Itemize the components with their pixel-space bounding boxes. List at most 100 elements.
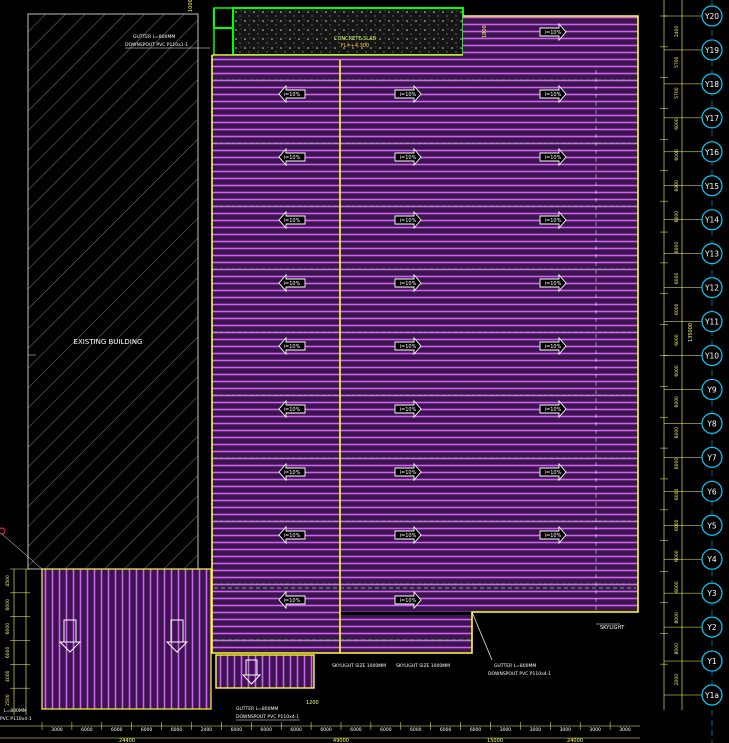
grid-axis-bubble: Y8 [664, 412, 723, 434]
slope-arrow-label: i=10% [545, 470, 562, 476]
left-dim-value: 6000 [5, 647, 11, 659]
grid-axis-bubble: Y19 [664, 39, 723, 61]
slope-arrow-left: i=10% [278, 147, 306, 167]
annex-slope-arrow-1 [58, 619, 82, 653]
grid-axis-label: Y2 [706, 623, 717, 632]
slope-arrow-label: i=10% [284, 407, 301, 413]
grid-axis-bubble: Y2 [664, 616, 723, 638]
right-dim-value: 6000 [674, 303, 680, 315]
grid-axis-bubble: Y10 [664, 344, 723, 367]
bottom-dim-value: 6000 [470, 727, 482, 733]
grid-axis-bubble: Y3 [664, 582, 723, 604]
grid-axis-label: Y11 [704, 318, 719, 327]
slope-arrow-label: i=10% [545, 30, 562, 36]
skylight-size-2: SKYLIGHT SIZE 1000MM [396, 663, 450, 669]
grid-axis-label: Y8 [706, 419, 717, 428]
gutter-left-label-2: PVC P110x4-1 [0, 716, 32, 722]
right-dim-value: 6000 [674, 427, 680, 439]
grid-axis-bubble: Y16 [664, 141, 723, 163]
existing-building: EXISTING BUILDING [27, 13, 199, 570]
grid-axis-bubble: Y17 [664, 107, 723, 129]
bottom-total-dim: 15000 [487, 738, 503, 743]
right-dim-value: 6000 [674, 242, 680, 254]
slope-arrow-right: i=10% [539, 84, 567, 104]
slope-arrow-label: i=10% [284, 92, 301, 98]
slope-arrow-right: i=10% [394, 210, 422, 230]
bottom-dim-value: 3000 [500, 727, 512, 733]
slope-arrow-left: i=10% [278, 336, 306, 356]
slope-arrow-label: i=10% [284, 598, 301, 604]
bottom-dim-value: 6000 [320, 727, 332, 733]
slope-arrow-label: i=10% [545, 533, 562, 539]
grid-axis-bubble: Y1a [664, 684, 723, 706]
left-dim-value: 6000 [5, 599, 11, 611]
slope-arrow-label: i=10% [545, 407, 562, 413]
left-dim-value: 4000 [5, 670, 11, 682]
right-dim-value: 6000 [674, 519, 680, 531]
gutter-top-label-1: GUTTER L=800MM [133, 34, 175, 40]
bottom-dim-value: 6000 [350, 727, 362, 733]
slope-arrow-label: i=10% [400, 155, 417, 161]
right-dim-value: 6000 [674, 365, 680, 377]
bottom-dim-value: 6000 [81, 727, 93, 733]
slope-arrow-label: i=10% [400, 598, 417, 604]
slope-arrow-label: i=10% [284, 470, 301, 476]
slope-arrow-label: i=10% [400, 281, 417, 287]
right-dim-value: 6000 [674, 180, 680, 192]
grid-axis-label: Y13 [704, 250, 719, 259]
section-marker-icon [0, 527, 43, 570]
slope-arrow-label: i=10% [400, 407, 417, 413]
slope-arrow-left: i=10% [278, 210, 306, 230]
grid-axis-label: Y5 [706, 521, 717, 530]
slope-arrow-right: i=10% [394, 590, 422, 610]
gutter-top-label-2: DOWNSPOUT PVC P110x1-1 [125, 42, 188, 48]
concrete-slab: CONCRETE SLAB FL=+4.300 [213, 7, 464, 56]
right-dim-value: 2400 [674, 26, 680, 38]
slope-arrow-label: i=10% [284, 344, 301, 350]
bottom-dim-value: 6000 [171, 727, 183, 733]
slope-arrow-left: i=10% [278, 590, 306, 610]
bottom-dim-value: 3000 [530, 727, 542, 733]
bottom-total-dim: 24000 [567, 738, 583, 743]
slope-arrow-right: i=10% [539, 525, 567, 545]
right-dim-value: 5700 [674, 56, 680, 68]
bottom-dim-value: 3000 [619, 727, 631, 733]
grid-axis-label: Y4 [706, 555, 717, 564]
annex-slope-arrow-2 [165, 619, 189, 653]
slope-arrow-label: i=10% [545, 218, 562, 224]
bottom-dim-value: 6000 [380, 727, 392, 733]
bottom-dim-value: 6000 [410, 727, 422, 733]
grid-axis-bubble: Y14 [664, 209, 723, 231]
bottom-dim-value: 3000 [560, 727, 572, 733]
grid-axis-label: Y3 [706, 589, 717, 598]
gutter-right-label-2: DOWNSPOUT PVC P110x4-1 [488, 671, 551, 677]
slope-arrow-label: i=10% [545, 92, 562, 98]
grid-axis-label: Y10 [704, 352, 719, 361]
slope-arrow-left: i=10% [278, 273, 306, 293]
annex-roof-left [41, 568, 212, 710]
grid-axis-label: Y12 [704, 284, 719, 293]
right-dim-value: 5700 [674, 87, 680, 99]
right-dim-value: 6000 [674, 334, 680, 346]
slope-arrow-right: i=10% [539, 462, 567, 482]
grid-axis-label: Y17 [704, 114, 719, 123]
slope-arrow-right: i=10% [539, 210, 567, 230]
slope-arrow-right: i=10% [394, 462, 422, 482]
grid-axis-label: Y14 [704, 216, 719, 225]
slope-arrow-left: i=10% [278, 84, 306, 104]
grid-axis-bubble: Y11 [664, 310, 723, 333]
slope-arrow-right: i=10% [539, 336, 567, 356]
right-dim-value: 6000 [674, 550, 680, 562]
right-dimension-chain: 2400 5700 5700 6000 6000 6000 6000 6000 6000 6000… [660, 15, 680, 685]
grid-axes: Y20Y19Y18Y17Y16Y15Y14Y13Y12Y11Y10Y9Y8Y7Y… [663, 0, 723, 743]
grid-axis-label: Y9 [706, 385, 717, 394]
slope-arrow-label: i=10% [284, 281, 301, 287]
slope-arrow-label: i=10% [545, 155, 562, 161]
right-dim-value: 8000 [674, 612, 680, 624]
slope-arrow-label: i=10% [545, 281, 562, 287]
bottom-total-dim: 49000 [333, 738, 349, 743]
grid-axis-bubble: Y18 [664, 73, 723, 95]
slope-arrow-right: i=10% [394, 84, 422, 104]
